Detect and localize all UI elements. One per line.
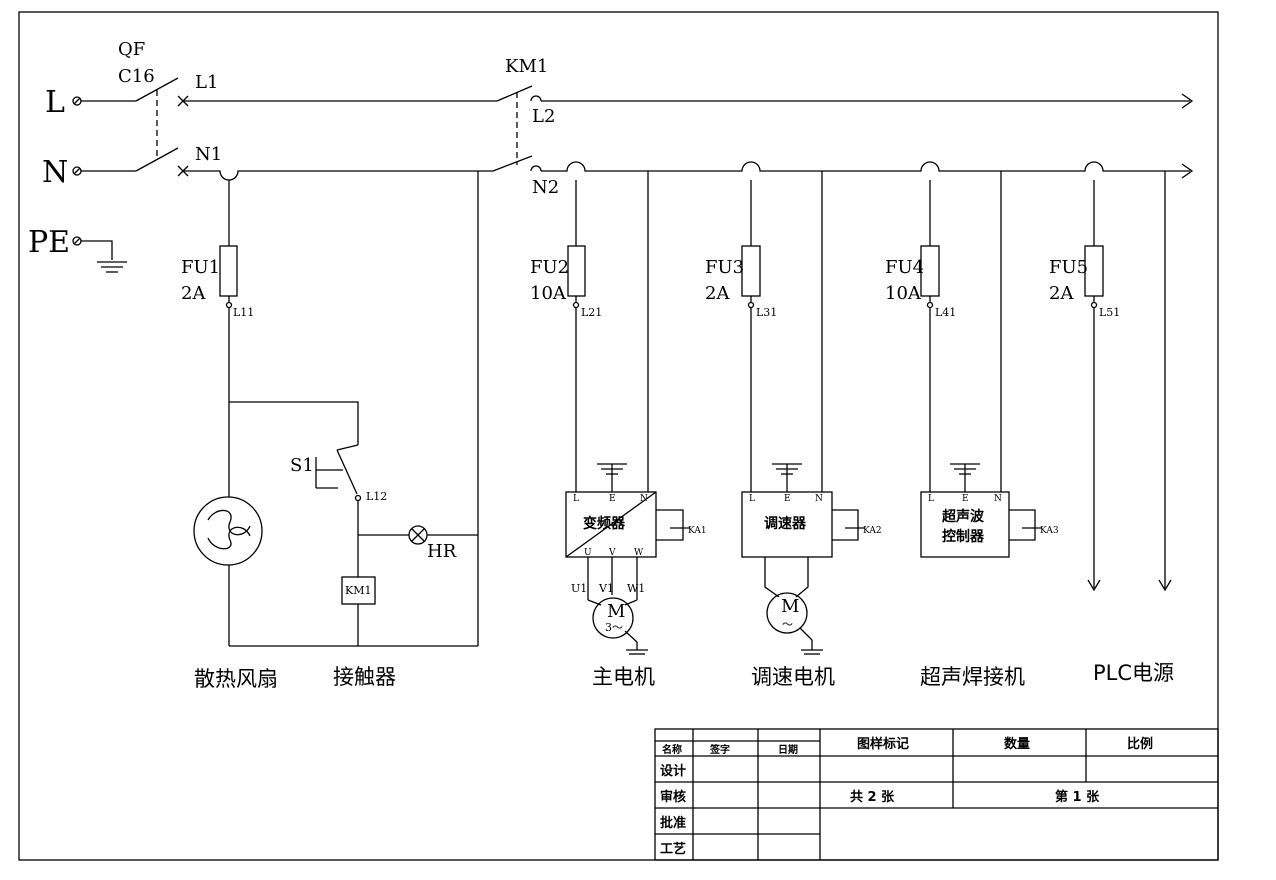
motor-1-sub: 3～ bbox=[605, 621, 623, 634]
tb-col-date: 日期 bbox=[778, 743, 798, 756]
drawing-frame bbox=[18, 11, 1219, 861]
speed-branch-wiring bbox=[741, 171, 865, 655]
switch-out: L12 bbox=[366, 490, 387, 503]
breaker-qf bbox=[135, 77, 189, 177]
fuse-5-name: FU5 bbox=[1049, 257, 1088, 278]
caption-plc: PLC电源 bbox=[1093, 661, 1174, 685]
fuse-3-name: FU3 bbox=[705, 257, 744, 278]
tb-total-sheets: 共 2 张 bbox=[850, 789, 895, 805]
tb-row-design: 设计 bbox=[660, 763, 686, 779]
tb-quantity: 数量 bbox=[1004, 736, 1030, 752]
wire-V1: V1 bbox=[598, 582, 614, 595]
bus-N1 bbox=[183, 170, 493, 181]
fuse-5-out: L51 bbox=[1099, 306, 1120, 319]
terminal-L-label: L bbox=[45, 85, 65, 120]
fuse-1-rating: 2A bbox=[181, 283, 206, 304]
node-N1: N1 bbox=[195, 144, 222, 165]
tb-col-sign: 签字 bbox=[709, 743, 730, 756]
fuse-3-out: L31 bbox=[756, 306, 777, 319]
lamp-name: HR bbox=[427, 541, 457, 562]
fuse-3-rating: 2A bbox=[705, 283, 730, 304]
speed-pin-L: L bbox=[749, 494, 755, 504]
caption-welder: 超声焊接机 bbox=[920, 665, 1025, 689]
node-L2: L2 bbox=[532, 106, 555, 127]
tb-drawing-mark: 图样标记 bbox=[857, 736, 909, 752]
inverter-pin-E: E bbox=[609, 494, 616, 504]
fan-branch-wiring bbox=[219, 171, 479, 647]
ultra-label-2: 控制器 bbox=[942, 528, 985, 545]
bus-N2 bbox=[541, 161, 1190, 172]
bus-L2-arrow bbox=[1181, 93, 1194, 109]
fuse-2-name: FU2 bbox=[530, 257, 569, 278]
fuse-1-name: FU1 bbox=[181, 257, 220, 278]
speed-pin-N: N bbox=[815, 494, 823, 504]
ultra-branch-wiring bbox=[920, 171, 1042, 558]
tb-row-process: 工艺 bbox=[660, 841, 686, 857]
breaker-rating: C16 bbox=[118, 66, 155, 87]
switch-name: S1 bbox=[290, 455, 314, 476]
motor-1-letter: M bbox=[607, 601, 625, 622]
caption-fan: 散热风扇 bbox=[194, 667, 278, 691]
fuse-4-name: FU4 bbox=[885, 257, 924, 278]
wire-W1: W1 bbox=[627, 582, 645, 595]
plc-branch-wiring bbox=[1084, 171, 1172, 592]
fuse-5-rating: 2A bbox=[1049, 283, 1074, 304]
tb-scale: 比例 bbox=[1127, 736, 1153, 752]
fuse-2-out: L21 bbox=[581, 306, 602, 319]
fan-icon bbox=[193, 496, 263, 566]
terminal-PE-label: PE bbox=[28, 225, 70, 260]
motor-2-letter: M bbox=[781, 596, 799, 617]
terminal-L-symbol bbox=[72, 96, 136, 106]
inverter-pin-L: L bbox=[573, 494, 579, 504]
inverter-branch-wiring bbox=[565, 171, 690, 655]
tb-col-name: 名称 bbox=[662, 743, 682, 756]
title-block-grid bbox=[654, 728, 1219, 861]
inverter-label: 变频器 bbox=[583, 515, 626, 532]
bus-N2-arrow bbox=[1181, 163, 1194, 179]
caption-main-motor: 主电机 bbox=[592, 665, 655, 689]
node-N2: N2 bbox=[532, 177, 559, 198]
inverter-pin-N: N bbox=[640, 494, 648, 504]
relay-ka3: KA3 bbox=[1040, 526, 1059, 536]
ultra-pin-E: E bbox=[962, 494, 969, 504]
inverter-pin-V: V bbox=[608, 548, 616, 558]
contactor-km1-contacts bbox=[492, 85, 542, 172]
relay-ka1: KA1 bbox=[688, 526, 707, 536]
caption-speed-motor: 调速电机 bbox=[751, 665, 835, 689]
node-L1: L1 bbox=[195, 72, 218, 93]
speed-label: 调速器 bbox=[764, 515, 807, 532]
inverter-pin-U: U bbox=[584, 548, 592, 558]
fuse-4-rating: 10A bbox=[885, 283, 922, 304]
ultra-label-1: 超声波 bbox=[941, 508, 985, 525]
contactor-coil-label: KM1 bbox=[345, 584, 371, 597]
relay-ka2: KA2 bbox=[863, 526, 882, 536]
wire-U1: U1 bbox=[571, 582, 587, 595]
fuse-4-out: L41 bbox=[935, 306, 956, 319]
motor-2-sub: ～ bbox=[782, 618, 793, 631]
terminal-N-label: N bbox=[42, 155, 68, 190]
terminal-PE-symbol bbox=[72, 236, 127, 273]
ultra-pin-L: L bbox=[928, 494, 934, 504]
breaker-name: QF bbox=[118, 39, 145, 60]
terminal-N-symbol bbox=[72, 166, 136, 176]
switch-s1 bbox=[315, 444, 478, 646]
fuse-1-out: L11 bbox=[233, 306, 254, 319]
tb-row-review: 审核 bbox=[660, 789, 686, 805]
ultra-pin-N: N bbox=[994, 494, 1002, 504]
inverter-pin-W: W bbox=[634, 548, 644, 558]
speed-pin-E: E bbox=[784, 494, 791, 504]
contactor-name: KM1 bbox=[505, 56, 548, 77]
fuse-2-rating: 10A bbox=[530, 283, 567, 304]
tb-sheet-no: 第 1 张 bbox=[1055, 789, 1100, 805]
caption-contactor: 接触器 bbox=[333, 665, 396, 689]
tb-row-approve: 批准 bbox=[660, 815, 686, 831]
